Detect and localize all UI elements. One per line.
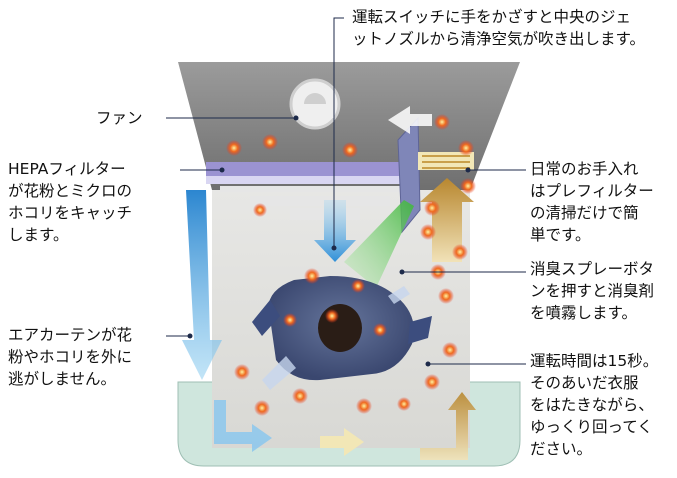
air-curtain-arrow — [182, 190, 222, 380]
hepa-filter-label: HEPAフィルター が花粉とミクロの ホコリをキャッチ します。 — [8, 160, 133, 244]
floor-arrow-center — [320, 428, 364, 456]
jet-nozzle-caption: 運転スイッチに手をかざすと中央のジェ ットノズルから清浄空気が吹き出します。 — [352, 8, 645, 48]
return-air-arrow — [388, 106, 432, 134]
leader-lines — [166, 17, 526, 365]
fan-icon — [289, 78, 341, 130]
prefilter-up-arrow — [420, 178, 474, 262]
deodorant-spray-label: 消臭スプレーボタ ンを押すと消臭剤 を噴霧します。 — [530, 260, 655, 322]
prefilter-label: 日常のお手入れ はプレフィルター の清掃だけで簡 単です。 — [530, 160, 654, 244]
dust-particles — [226, 114, 476, 416]
jet-nozzle-arrow — [314, 200, 356, 262]
runtime-label: 運転時間は15秒。 そのあいだ衣服 をはたきながら、 ゆっくり回ってく ださい。 — [530, 352, 659, 458]
prefilter-grille — [418, 152, 474, 170]
air-curtain-label: エアカーテンが花 粉やホコリを外に 逃がしません。 — [8, 326, 133, 388]
person-head — [318, 304, 362, 352]
hepa-filter — [206, 162, 410, 184]
leader-top-caption — [333, 17, 344, 248]
deodorant-spray — [344, 200, 414, 288]
floor-arrow-left — [214, 400, 272, 452]
floor-arrow-right — [420, 392, 476, 460]
fan-label: ファン — [96, 109, 143, 127]
leader-dots — [187, 115, 471, 367]
